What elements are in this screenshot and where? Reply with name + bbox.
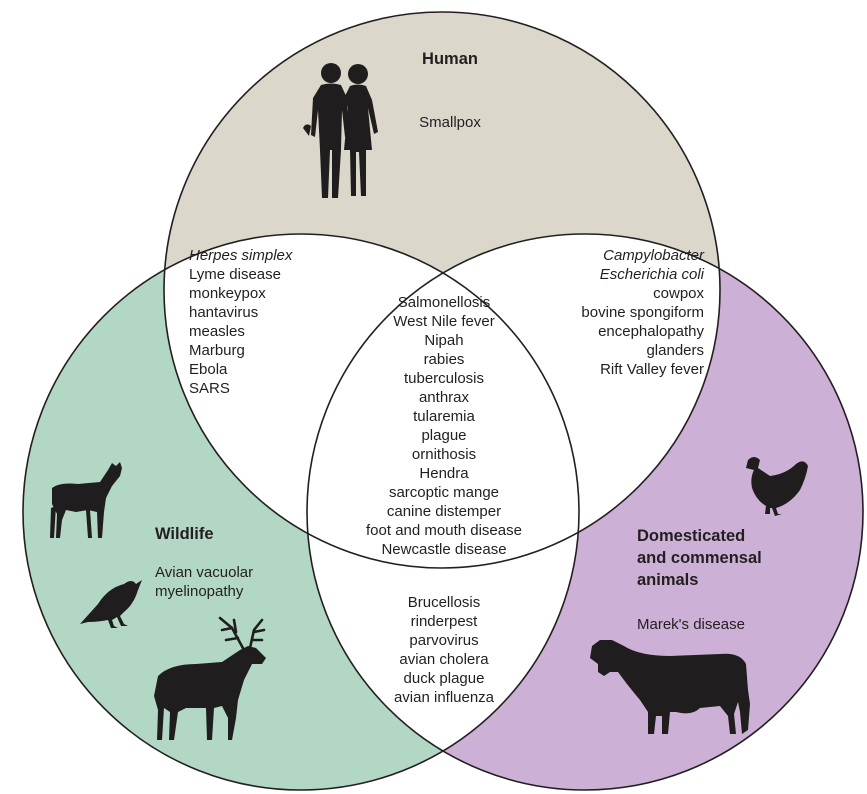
domesticated-title-line-2: and commensal bbox=[637, 549, 762, 567]
human-wildlife-diseases: Herpes simplex Lyme disease monkeypox ha… bbox=[189, 246, 292, 398]
domesticated-disease: Marek's disease bbox=[637, 616, 745, 633]
disease-encephalopathy: encephalopathy bbox=[598, 323, 704, 340]
chicken-icon bbox=[746, 457, 808, 516]
disease-ornithosis: ornithosis bbox=[411, 446, 477, 463]
disease-hendra: Hendra bbox=[419, 465, 469, 482]
disease-salmonellosis: Salmonellosis bbox=[397, 294, 491, 311]
disease-sarcoptic-mange: sarcoptic mange bbox=[388, 484, 500, 501]
disease-escherichia-coli: Escherichia coli bbox=[599, 266, 704, 283]
disease-marburg: Marburg bbox=[189, 342, 245, 359]
human-domesticated-overlap bbox=[307, 234, 720, 568]
domesticated-title: Domesticated and commensal animals bbox=[637, 525, 762, 591]
human-couple-icon bbox=[303, 63, 378, 198]
elk-icon bbox=[154, 616, 266, 740]
disease-tuberculosis: tuberculosis bbox=[403, 370, 485, 387]
wildlife-diseases: Avian vacuolar myelinopathy bbox=[155, 563, 253, 601]
deer-icon bbox=[50, 462, 122, 538]
disease-brucellosis: Brucellosis bbox=[407, 594, 481, 611]
human-disease: Smallpox bbox=[419, 114, 481, 131]
disease-foot-and-mouth: foot and mouth disease bbox=[366, 522, 522, 539]
disease-newcastle: Newcastle disease bbox=[381, 541, 507, 558]
disease-west-nile-fever: West Nile fever bbox=[393, 313, 495, 330]
all-three-diseases: Salmonellosis West Nile fever Nipah rabi… bbox=[344, 293, 544, 559]
disease-campylobacter: Campylobacter bbox=[603, 247, 704, 264]
disease-measles: measles bbox=[189, 323, 245, 340]
disease-lyme: Lyme disease bbox=[189, 266, 281, 283]
disease-avian-cholera: avian cholera bbox=[399, 651, 489, 668]
domesticated-title-line-3: animals bbox=[637, 571, 699, 589]
disease-ebola: Ebola bbox=[189, 361, 228, 378]
human-domesticated-diseases: Campylobacter Escherichia coli cowpox bo… bbox=[581, 246, 704, 379]
disease-parvovirus: parvovirus bbox=[409, 632, 479, 649]
disease-anthrax: anthrax bbox=[418, 389, 470, 406]
disease-canine-distemper: canine distemper bbox=[386, 503, 502, 520]
disease-rift-valley-fever: Rift Valley fever bbox=[600, 361, 704, 378]
disease-duck-plague: duck plague bbox=[403, 670, 485, 687]
disease-rinderpest: rinderpest bbox=[410, 613, 478, 630]
disease-rabies: rabies bbox=[423, 351, 465, 368]
wildlife-domesticated-diseases: Brucellosis rinderpest parvovirus avian … bbox=[354, 593, 534, 707]
disease-hantavirus: hantavirus bbox=[189, 304, 259, 321]
disease-glanders: glanders bbox=[646, 342, 704, 359]
disease-herpes-simplex: Herpes simplex bbox=[189, 247, 293, 264]
disease-plague: plague bbox=[421, 427, 467, 444]
disease-bovine-spongiform: bovine spongiform bbox=[581, 304, 704, 321]
disease-cowpox: cowpox bbox=[653, 285, 704, 302]
crow-icon bbox=[80, 580, 142, 628]
domesticated-title-line-1: Domesticated bbox=[637, 527, 746, 545]
disease-sars: SARS bbox=[189, 380, 230, 397]
disease-nipah: Nipah bbox=[424, 332, 464, 349]
cow-icon bbox=[590, 640, 750, 734]
disease-myelinopathy: myelinopathy bbox=[155, 583, 244, 600]
human-circle-outline bbox=[163, 11, 721, 569]
disease-monkeypox: monkeypox bbox=[189, 285, 266, 302]
wildlife-circle-outline bbox=[22, 233, 580, 791]
disease-avian-vacuolar: Avian vacuolar bbox=[155, 564, 254, 581]
disease-avian-influenza: avian influenza bbox=[393, 689, 495, 706]
disease-tularemia: tularemia bbox=[413, 408, 475, 425]
human-title: Human bbox=[422, 50, 478, 68]
domesticated-circle-outline bbox=[306, 233, 864, 791]
wildlife-title: Wildlife bbox=[155, 525, 214, 543]
